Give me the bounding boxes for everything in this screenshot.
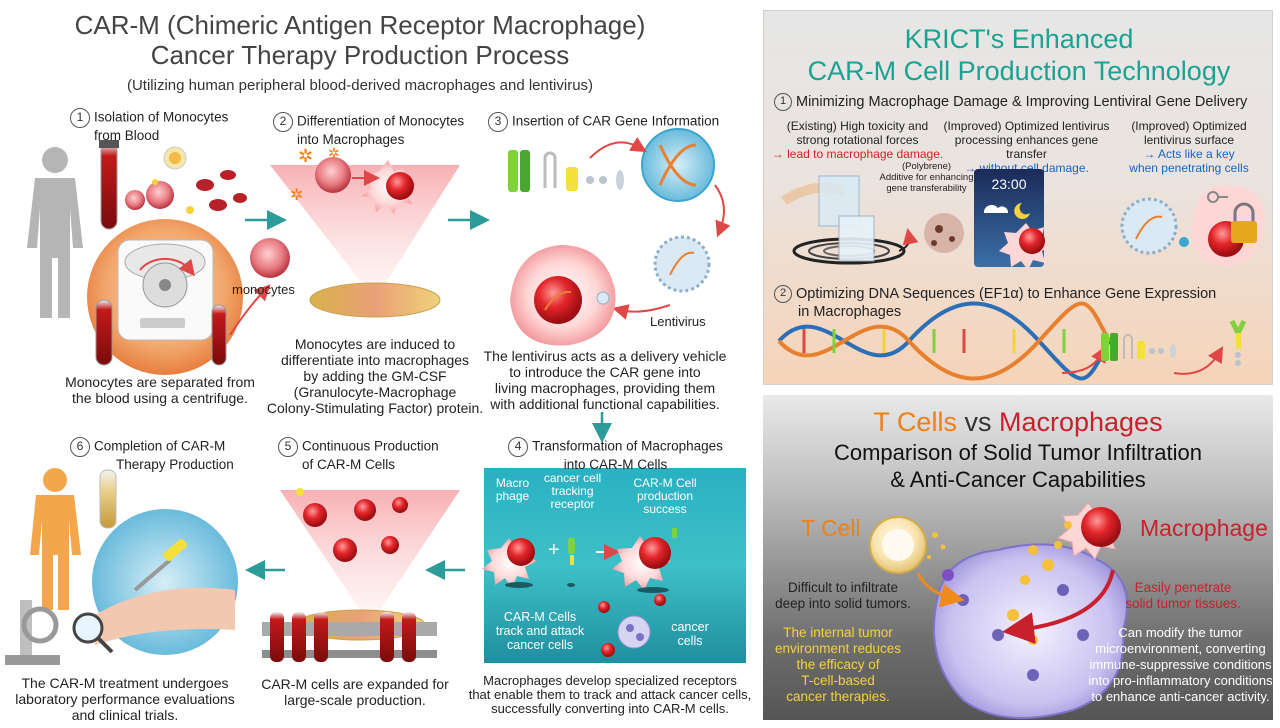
step-2-description: Monocytes are induced to differentiate i… [266,336,484,416]
existing-method-text: (Existing) High toxicity and strong rota… [771,119,944,161]
svg-text:+: + [548,539,560,561]
car-receptor-icon [1229,319,1247,366]
t-cell-label: T Cell [801,515,861,541]
funnel-cone [270,165,460,300]
step-1-number: 1 [70,108,90,128]
lock-icon [1207,191,1257,243]
macrophage-penetration-text: Easily penetrate solid tumor tissues. [1125,580,1241,611]
human-orange-icon [30,468,81,610]
test-tube-rack-icon [262,612,437,662]
krict-title: KRICT's Enhanced CAR-M Cell Production T… [807,24,1231,86]
macrophage-modify-text: Can modify the tumor microenvironment, c… [1088,625,1273,704]
process-illustration: ✲ ✲ ✲ [5,128,746,665]
step-4-description: Macrophages develop specialized receptor… [468,673,752,716]
dna-icon [641,128,715,202]
syringe-icon [133,558,172,592]
polybrene-note: (Polybrene) Additive for enhancing gene … [879,161,974,194]
lentivirus-label: Lentivirus [650,314,706,329]
car-m-diagram: + [482,528,677,657]
comparison-panel: T Cells vs Macrophages Comparison of Sol… [763,395,1273,720]
sample-tubes-icon [95,299,227,366]
svg-text:✲: ✲ [290,187,303,204]
page-title: CAR-M (Chimeric Antigen Receptor Macroph… [0,10,720,70]
magnifier-icon [72,612,114,654]
t-cell-environment-text: The internal tumor environment reduces t… [774,625,902,704]
monocyte-icon [250,238,290,278]
expansion-cone [280,490,460,625]
microscope-icon [5,600,60,665]
improved-surface-text: (Improved) Optimized lentivirus surface … [1129,119,1249,175]
blood-tube-icon [99,140,119,230]
car-gene-parts-icon [508,150,624,192]
panel-macrophage-label: Macro phage [495,476,530,503]
step-6-description: The CAR-M treatment undergoes laboratory… [15,675,235,723]
title-line-2: Cancer Therapy Production Process [150,40,570,70]
monocytes-label: monocytes [232,282,295,297]
krict-illustration: 23:00 [777,169,1265,381]
arm-icon [95,587,235,645]
comparison-subtitle: Comparison of Solid Tumor Infiltration &… [833,440,1203,492]
panel-success-label: CAR-M Cell production success [633,476,697,516]
lentivirus-icon [653,235,711,293]
step-1-description: Monocytes are separated from the blood u… [65,374,255,406]
process-panel: CAR-M (Chimeric Antigen Receptor Macroph… [0,10,752,723]
centrifuge-icon [87,219,243,375]
therapy-tube-icon [99,469,117,529]
dna-helix-icon [777,301,1111,381]
healthy-macrophage-icon [999,223,1052,270]
step-3-description: The lentivirus acts as a delivery vehicl… [483,348,727,412]
car-m-cells-icon [296,488,408,562]
t-cell-infiltration-text: Difficult to infiltrate deep into solid … [775,580,911,611]
damaged-macrophage-icon [924,213,964,253]
gene-parts-icon [1101,333,1176,361]
krict-panel: KRICT's Enhanced CAR-M Cell Production T… [763,10,1273,385]
macrophage-transduction-icon [510,245,616,346]
subtitle: (Utilizing human peripheral blood-derive… [126,77,594,94]
human-silhouette-icon [27,147,83,318]
blood-cells-icon [125,146,247,214]
panel-track-label: CAR-M Cells track and attack cancer cell… [495,610,585,652]
clock-text: 23:00 [991,176,1026,192]
title-line-1: CAR-M (Chimeric Antigen Receptor Macroph… [74,10,646,40]
panel-cancer-label: cancer cells [671,620,709,648]
macrophage-icon [315,157,416,214]
petri-dish-icon [309,282,441,318]
macrophage-label: Macrophage [1140,515,1268,541]
gmcsf-icon: ✲ [298,146,313,166]
t-cell-icon [869,516,946,574]
svg-text:✲: ✲ [328,145,340,161]
beaker-vortex-icon [781,175,919,265]
comparison-title: T Cells vs Macrophages [873,407,1163,437]
macrophage-cell-icon [1056,502,1124,560]
step-5-description: CAR-M cells are expanded for large-scale… [261,676,449,708]
panel-receptor-label: cancer cell tracking receptor [543,471,602,511]
tumor-illustration [869,502,1129,719]
